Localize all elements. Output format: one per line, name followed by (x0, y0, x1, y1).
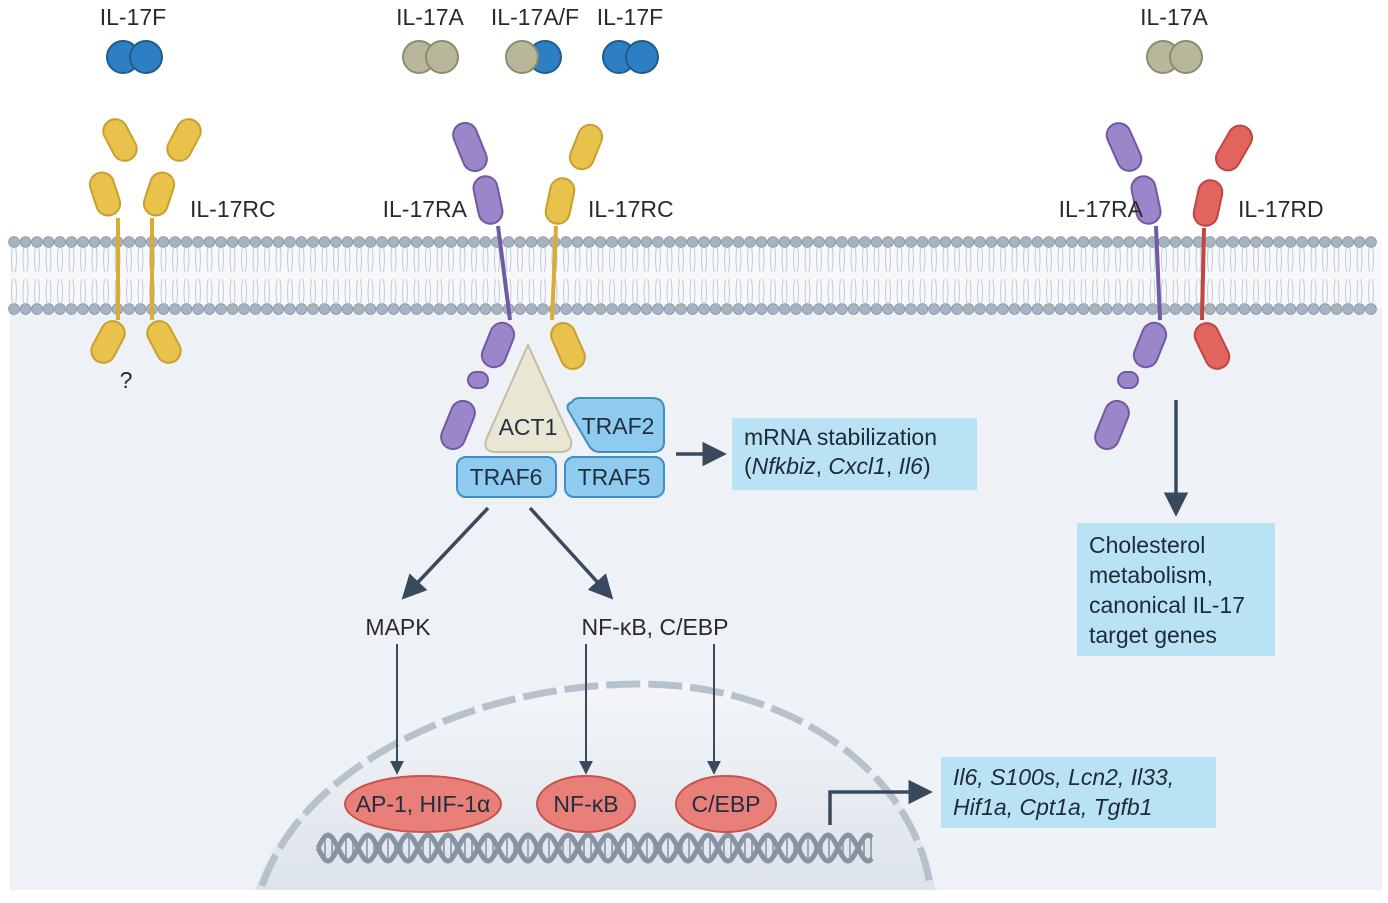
label-traf6: TRAF6 (470, 464, 543, 490)
label-il17a-right: IL-17A (1140, 4, 1208, 30)
arrow-to-mapk (401, 506, 490, 600)
dna-helix (315, 832, 874, 864)
arrow-to-nfkb-cebp (528, 506, 614, 600)
ligand-il17a-right (1146, 40, 1203, 74)
mrna-sep1: , (816, 453, 829, 479)
label-il17f-left: IL-17F (100, 4, 166, 30)
left-il17rc-receptor-1 (88, 118, 138, 364)
tf-ap1-hif1a: AP-1, HIF-1α (344, 775, 502, 833)
ligand-il17af-mid (505, 40, 562, 74)
cholesterol-line3: canonical IL-17 (1089, 592, 1245, 618)
mrna-gene-list: (Nfkbiz, Cxcl1, Il6) (744, 453, 931, 479)
mrna-gene-il6: Il6 (899, 453, 924, 479)
label-mid-il17ra: IL-17RA (383, 196, 468, 222)
label-il17f-mid: IL-17F (597, 4, 663, 30)
label-cebp: C/EBP (691, 791, 760, 817)
label-mapk: MAPK (365, 614, 431, 640)
target-genes-box: Il6, S100s, Lcn2, Il33, Hif1a, Cpt1a, Tg… (941, 757, 1216, 828)
arrow-to-target-genes (828, 779, 933, 825)
mrna-stabilization-box: mRNA stabilization (Nfkbiz, Cxcl1, Il6) (732, 418, 977, 490)
right-il17rd-receptor (1192, 124, 1253, 370)
mrna-open-paren: ( (744, 453, 752, 479)
label-nfkb-cebp: NF-κB, C/EBP (582, 614, 729, 640)
cholesterol-line2: metabolism, (1089, 562, 1213, 588)
right-il17ra-receptor (1094, 122, 1168, 451)
label-traf2: TRAF2 (582, 413, 655, 439)
label-right-il17rd: IL-17RD (1238, 196, 1324, 222)
traf5-adaptor: TRAF5 (564, 456, 665, 498)
label-left-question: ? (120, 367, 133, 393)
label-il17a-mid: IL-17A (396, 4, 464, 30)
label-nfkb: NF-κB (553, 791, 618, 817)
nuclear-arrows (390, 644, 721, 775)
label-mid-il17rc: IL-17RC (588, 196, 674, 222)
act1-adaptor: ACT1 (484, 342, 573, 453)
mrna-line1: mRNA stabilization (744, 424, 937, 450)
mrna-gene-cxcl1: Cxcl1 (828, 453, 886, 479)
pathway-arrows (401, 400, 1189, 825)
label-ap1-hif1a: AP-1, HIF-1α (356, 791, 491, 817)
label-right-il17ra: IL-17RA (1059, 196, 1144, 222)
mid-il17rc-receptor (544, 123, 604, 370)
mrna-close-paren: ) (923, 453, 931, 479)
label-il17af-mid: IL-17A/F (491, 4, 579, 30)
cholesterol-line4: target genes (1089, 622, 1217, 648)
label-left-il17rc: IL-17RC (190, 196, 276, 222)
mrna-sep2: , (886, 453, 899, 479)
target-genes-line2: Hif1a, Cpt1a, Tgfb1 (953, 794, 1152, 820)
mrna-gene-nfkbiz: Nfkbiz (752, 453, 816, 479)
tf-nfkb: NF-κB (536, 775, 636, 833)
tf-cebp: C/EBP (675, 775, 777, 833)
cholesterol-box: Cholesterol metabolism, canonical IL-17 … (1077, 523, 1275, 656)
ligand-il17a-mid (402, 40, 459, 74)
ligand-il17f-mid (602, 40, 659, 74)
label-traf5: TRAF5 (578, 464, 651, 490)
traf6-adaptor: TRAF6 (456, 456, 557, 498)
left-il17rc-receptor-2 (142, 118, 202, 364)
ligand-il17f-left (106, 40, 163, 74)
cholesterol-line1: Cholesterol (1089, 532, 1205, 558)
target-genes-line1: Il6, S100s, Lcn2, Il33, (953, 764, 1174, 790)
label-act1: ACT1 (499, 414, 558, 440)
mid-il17ra-receptor (440, 121, 516, 451)
cell-membrane (8, 236, 1382, 315)
traf2-adaptor: TRAF2 (566, 397, 665, 453)
